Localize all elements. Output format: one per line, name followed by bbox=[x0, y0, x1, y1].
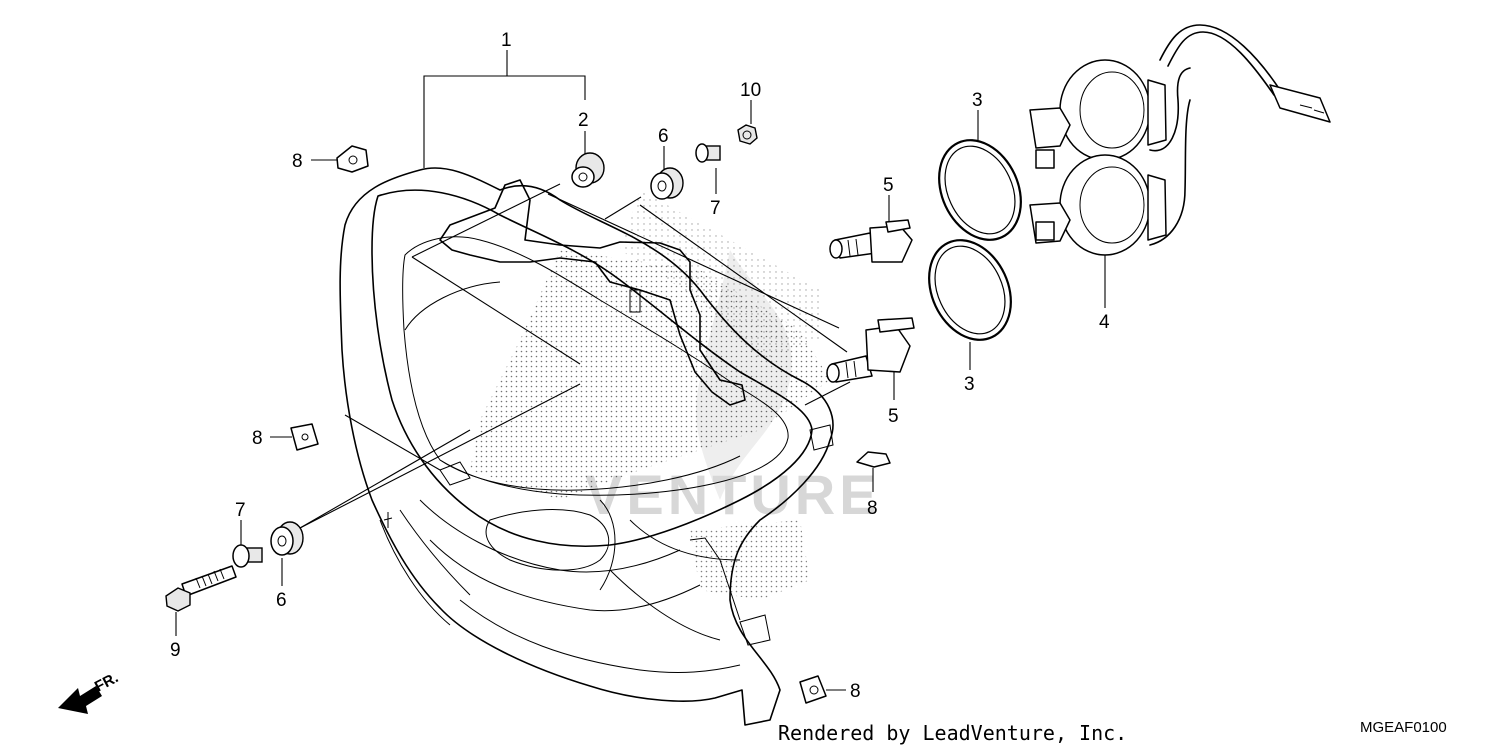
callout-6-top: 6 bbox=[658, 126, 669, 147]
callout-5-lower: 5 bbox=[888, 406, 899, 427]
clip-part-8-top bbox=[336, 145, 369, 173]
callout-8-bottom: 8 bbox=[850, 681, 861, 702]
collar-part-7-top bbox=[695, 143, 721, 163]
grommet-part-6-bottom bbox=[270, 521, 304, 556]
shading bbox=[470, 190, 830, 600]
clip-part-8-left bbox=[290, 423, 319, 451]
collar-part-7-bottom bbox=[232, 544, 263, 568]
collar-part-2 bbox=[571, 152, 605, 188]
seal-part-3-lower bbox=[928, 239, 1012, 341]
callout-6-bottom: 6 bbox=[276, 590, 287, 611]
callout-4: 4 bbox=[1099, 312, 1110, 333]
callout-3-upper: 3 bbox=[972, 90, 983, 111]
callout-3-lower: 3 bbox=[964, 374, 975, 395]
front-direction-arrow: FR. bbox=[58, 669, 121, 714]
callout-1: 1 bbox=[501, 30, 512, 51]
callout-2: 2 bbox=[578, 110, 589, 131]
callout-7-top: 7 bbox=[710, 198, 721, 219]
headlight-housing bbox=[339, 167, 834, 726]
seal-part-3-upper bbox=[938, 139, 1022, 241]
callout-9: 9 bbox=[170, 640, 181, 661]
render-credit: Rendered by LeadVenture, Inc. bbox=[778, 721, 1127, 745]
callout-5-upper: 5 bbox=[883, 175, 894, 196]
callout-8-right: 8 bbox=[867, 498, 878, 519]
socket-part-4 bbox=[1029, 24, 1331, 256]
callout-8-left: 8 bbox=[252, 428, 263, 449]
nut-part-10 bbox=[737, 124, 758, 145]
clip-part-8-bottom bbox=[799, 675, 827, 704]
clip-part-8-right bbox=[856, 451, 891, 468]
bolt-part-9 bbox=[165, 565, 237, 612]
callout-7-bottom: 7 bbox=[235, 500, 246, 521]
bulb-part-5-upper bbox=[829, 219, 913, 263]
callout-8-top: 8 bbox=[292, 151, 303, 172]
diagram-code: MGEAF0100 bbox=[1360, 719, 1447, 736]
callout-labels: 1 2 3 3 4 5 5 6 6 7 7 8 8 8 8 9 10 bbox=[170, 30, 1110, 702]
callout-10: 10 bbox=[740, 80, 761, 101]
grommet-part-6-top bbox=[650, 167, 684, 200]
bulb-part-5-lower bbox=[826, 317, 915, 383]
leader-lines bbox=[175, 50, 1106, 691]
